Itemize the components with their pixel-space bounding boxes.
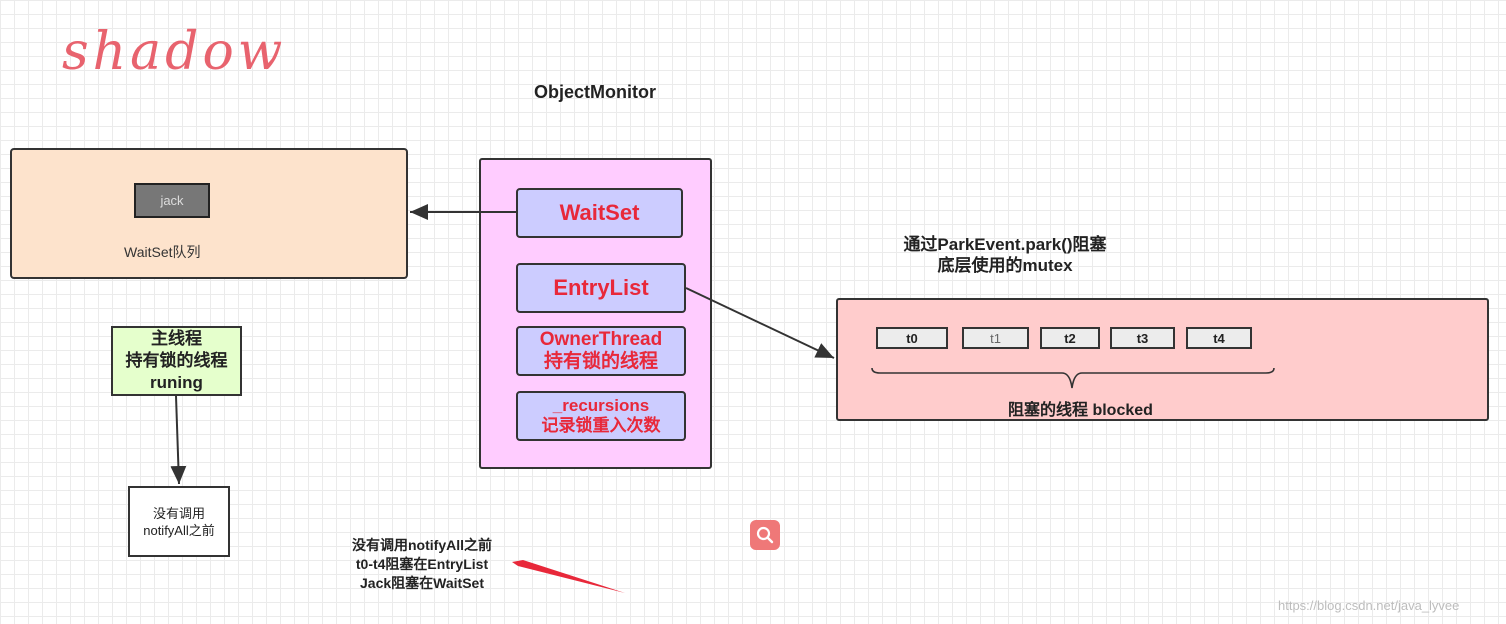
thread-t2: t2 (1040, 327, 1100, 349)
field-entrylist: EntryList (516, 263, 686, 313)
thread-t0: t0 (876, 327, 948, 349)
waitset-queue-label: WaitSet队列 (124, 244, 201, 260)
blocked-threads-box (836, 298, 1489, 421)
blocked-threads-label: 阻塞的线程 blocked (1008, 402, 1153, 419)
annotation-line1: 没有调用notifyAll之前 (352, 537, 492, 553)
main-thread-to-note-arrow (170, 395, 187, 485)
field-owner-thread: OwnerThread 持有锁的线程 (516, 326, 686, 376)
field-waitset: WaitSet (516, 188, 683, 238)
watermark: https://blog.csdn.net/java_lyvee (1278, 598, 1460, 613)
logo-signature: shadow (62, 22, 287, 82)
main-thread-line2: 持有锁的线程 (125, 351, 228, 370)
thread-t3: t3 (1110, 327, 1175, 349)
main-thread-box: 主线程 持有锁的线程 runing (111, 326, 242, 396)
field-recursions: _recursions 记录锁重入次数 (516, 391, 686, 441)
thread-t1: t1 (962, 327, 1029, 349)
notify-note-line2: notifyAll之前 (143, 522, 215, 538)
notify-note-line1: 没有调用 (152, 505, 205, 521)
park-event-label: 通过ParkEvent.park()阻塞 底层使用的mutex (880, 234, 1130, 276)
recursions-name: _recursions (552, 396, 650, 415)
park-event-line2: 底层使用的mutex (937, 256, 1073, 275)
owner-thread-desc: 持有锁的线程 (543, 351, 658, 372)
annotation-note: 没有调用notifyAll之前 t0-t4阻塞在EntryList Jack阻塞… (330, 536, 514, 593)
blocked-threads-brace (871, 367, 1275, 389)
park-event-line1: 通过ParkEvent.park()阻塞 (903, 235, 1107, 254)
recursions-desc: 记录锁重入次数 (541, 416, 661, 435)
diagram-title: ObjectMonitor (534, 82, 656, 102)
search-icon[interactable] (750, 520, 780, 550)
entrylist-to-blocked-arrow (685, 287, 835, 359)
annotation-line2: t0-t4阻塞在EntryList (355, 556, 489, 572)
owner-thread-name: OwnerThread (539, 329, 663, 350)
annotation-line3: Jack阻塞在WaitSet (360, 575, 484, 591)
main-thread-line1: 主线程 (151, 329, 202, 348)
notify-note-box: 没有调用 notifyAll之前 (128, 486, 230, 557)
thread-jack: jack (134, 183, 210, 218)
thread-t4: t4 (1186, 327, 1252, 349)
main-thread-line3: runing (150, 373, 203, 392)
annotation-arrow (512, 560, 625, 593)
